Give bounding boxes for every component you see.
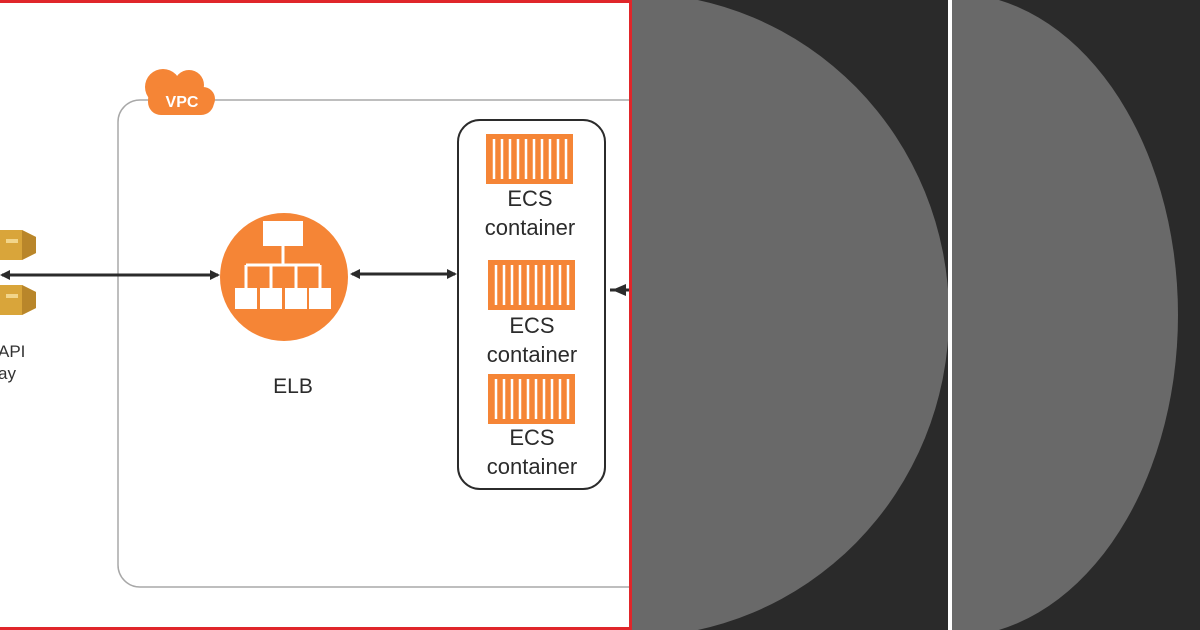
api-gateway-label-line2: ay: [0, 364, 16, 383]
ecs-container-label: ECS container: [467, 311, 597, 369]
ecs-container-label-line2: container: [486, 342, 578, 367]
vpc-cloud-icon: [145, 69, 215, 115]
placeholder-panel: [632, 0, 948, 630]
ecs-container-icon: [486, 134, 573, 184]
api-gateway-icon: [0, 230, 36, 315]
panel-divider: [948, 0, 952, 630]
api-gateway-label-line1: API: [0, 342, 26, 361]
vpc-badge-label: VPC: [166, 94, 199, 111]
ecs-container-label-line2: container: [486, 454, 578, 479]
ecs-container-label: ECS container: [465, 184, 595, 242]
arrow-ecs-outbound-head: [612, 284, 626, 296]
ecs-container-label-line1: ECS: [509, 313, 555, 338]
ecs-container-label-line1: ECS: [507, 186, 553, 211]
elb-icon: [220, 213, 348, 341]
ecs-container-icon: [488, 374, 575, 424]
ecs-container-label: ECS container: [467, 423, 597, 481]
diagram-canvas: VPC: [0, 69, 629, 588]
ecs-container-label-line2: container: [484, 215, 576, 240]
api-gateway-label: API ay: [0, 341, 25, 385]
elb-label: ELB: [273, 375, 313, 398]
ecs-container-group: [457, 119, 606, 490]
vpc-boundary: [117, 99, 629, 588]
placeholder-panel: [952, 0, 1200, 630]
ecs-container-icon: [488, 260, 575, 310]
half-circle-shape: [952, 0, 1178, 630]
architecture-diagram: VPC: [0, 0, 632, 630]
ecs-container-label-line1: ECS: [509, 425, 555, 450]
half-circle-shape: [632, 0, 948, 630]
